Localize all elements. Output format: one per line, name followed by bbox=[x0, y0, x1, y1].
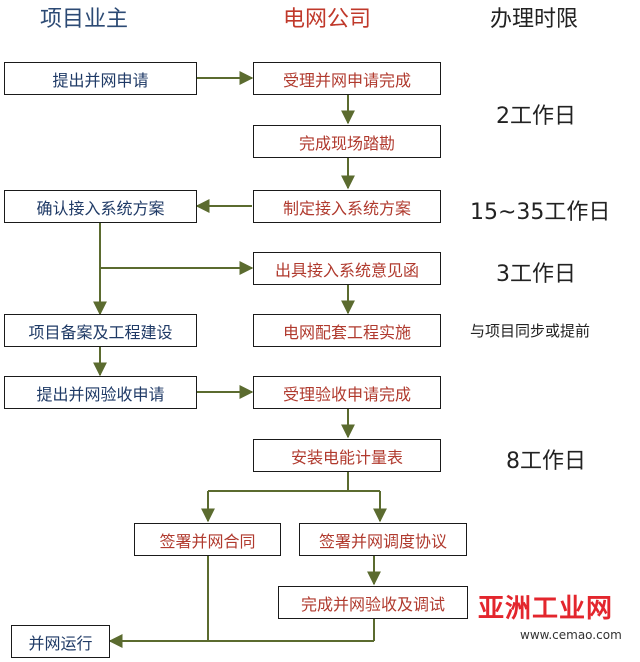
step-make-access-plan: 制定接入系统方案 bbox=[253, 190, 441, 223]
header-grid-company: 电网公司 bbox=[283, 7, 372, 32]
duration-2-days: 2工作日 bbox=[496, 104, 576, 129]
duration-sync-note: 与项目同步或提前 bbox=[470, 322, 591, 340]
step-project-filing-construction: 项目备案及工程建设 bbox=[4, 314, 197, 347]
step-accept-application: 受理并网申请完成 bbox=[253, 62, 441, 95]
duration-8-days: 8工作日 bbox=[506, 449, 586, 474]
step-site-survey: 完成现场踏勘 bbox=[253, 125, 441, 158]
step-complete-acceptance: 完成并网验收及调试 bbox=[278, 586, 468, 619]
step-confirm-access-plan: 确认接入系统方案 bbox=[4, 190, 197, 223]
step-grid-supporting-works: 电网配套工程实施 bbox=[253, 314, 441, 347]
header-project-owner: 项目业主 bbox=[40, 7, 129, 32]
step-issue-opinion-letter: 出具接入系统意见函 bbox=[253, 252, 441, 285]
step-grid-operation: 并网运行 bbox=[11, 625, 110, 658]
step-install-meter: 安装电能计量表 bbox=[253, 439, 441, 472]
watermark: 亚洲工业网 www.cemao.com bbox=[478, 588, 638, 660]
step-accept-acceptance: 受理验收申请完成 bbox=[253, 376, 441, 409]
watermark-url: www.cemao.com bbox=[520, 628, 622, 642]
step-apply-acceptance: 提出并网验收申请 bbox=[4, 376, 197, 409]
duration-3-days: 3工作日 bbox=[496, 262, 576, 287]
step-sign-dispatch-agreement: 签署并网调度协议 bbox=[299, 523, 467, 556]
watermark-brand: 亚洲工业网 bbox=[478, 594, 614, 624]
duration-15-35-days: 15~35工作日 bbox=[470, 200, 611, 225]
step-apply-grid-connection: 提出并网申请 bbox=[4, 62, 197, 95]
header-time-limit: 办理时限 bbox=[490, 7, 579, 32]
step-sign-contract: 签署并网合同 bbox=[134, 523, 281, 556]
